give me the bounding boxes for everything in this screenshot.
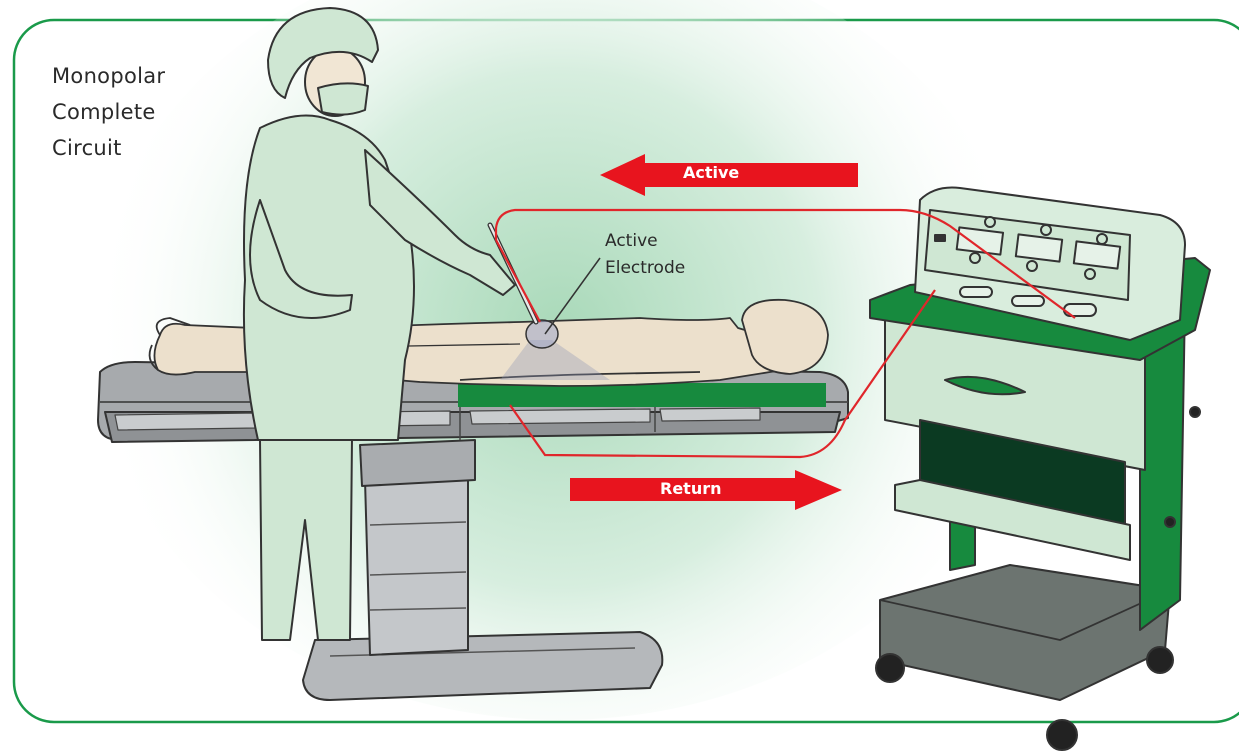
cart-wheel [1147,647,1173,673]
diagram-title: Monopolar Complete Circuit [52,58,165,166]
target-circle [526,320,558,348]
return-pad [458,383,826,407]
title-line: Monopolar [52,58,165,94]
active-arrow-label: Active [683,163,739,182]
cart-wheel [1047,720,1077,750]
electrode-label-line: Electrode [605,255,685,282]
electrode-label-line: Active [605,228,685,255]
table-base [303,632,662,700]
return-arrow-label: Return [660,479,722,498]
surgeon-mask [318,83,368,114]
table-column [365,478,468,655]
title-line: Circuit [52,130,165,166]
active-electrode-label: Active Electrode [605,228,685,282]
title-line: Complete [52,94,165,130]
electrosurgical-cart [870,188,1210,751]
cart-wheel [876,654,904,682]
